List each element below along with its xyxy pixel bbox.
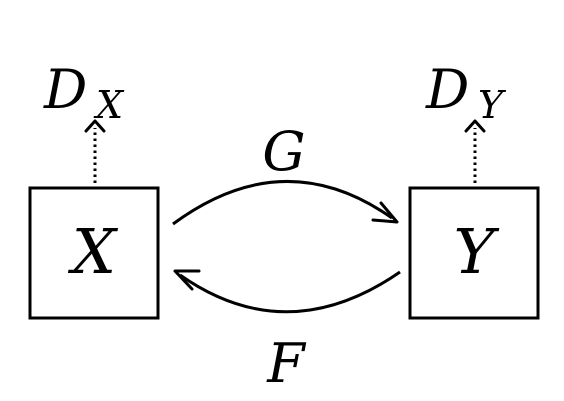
- mapping-g: G: [172, 120, 399, 226]
- dotted-arrow-dx: [84, 119, 106, 183]
- node-x-box: [28, 186, 160, 320]
- arrow-f-curve: [179, 270, 401, 314]
- node-y-label: Y: [454, 215, 500, 288]
- node-y: Y: [408, 186, 540, 320]
- arrowhead-f: [173, 269, 201, 291]
- discriminator-dy-subscript: Y: [478, 83, 507, 127]
- arrowhead-dx: [84, 119, 106, 133]
- mapping-f-label: F: [266, 332, 307, 395]
- node-x: X: [28, 186, 160, 320]
- arrow-g-curve: [172, 180, 393, 226]
- node-y-box: [408, 186, 540, 320]
- discriminator-dy: D Y: [425, 58, 507, 127]
- discriminator-dx-base: D: [43, 58, 87, 121]
- arrowhead-dy: [464, 119, 486, 133]
- mapping-g-label: G: [262, 120, 305, 183]
- node-x-label: X: [68, 215, 119, 288]
- arrowhead-g: [371, 201, 399, 224]
- discriminator-dx-subscript: X: [93, 83, 125, 127]
- mapping-f: F: [173, 269, 401, 395]
- discriminator-dx: D X: [43, 58, 125, 127]
- dotted-arrow-dy: [464, 119, 486, 183]
- discriminator-dy-base: D: [425, 58, 469, 121]
